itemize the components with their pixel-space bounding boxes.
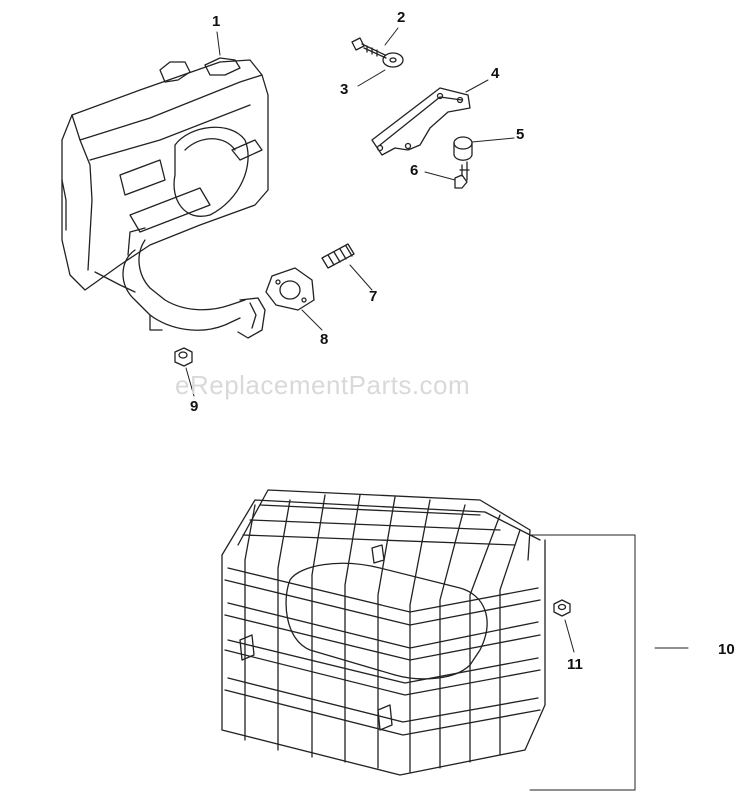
nut-part [174, 347, 193, 367]
watermark-text: eReplacementParts.com [175, 370, 471, 400]
bracket-part [371, 87, 471, 156]
callout-10: 10 [718, 641, 735, 658]
callout-8: 8 [320, 331, 329, 348]
callout-1: 1 [212, 13, 221, 30]
callout-5: 5 [516, 126, 525, 143]
bolt-part [351, 37, 387, 59]
small-nut-part [553, 599, 571, 617]
muffler-part [61, 57, 269, 339]
muffler-guard-part [221, 489, 546, 776]
callout-2: 2 [397, 9, 406, 26]
callout-11: 11 [567, 656, 583, 673]
callout-3: 3 [340, 81, 349, 98]
callout-9: 9 [190, 398, 199, 415]
stud-part [321, 243, 355, 269]
leader-lines [185, 27, 689, 653]
screw-part [454, 161, 470, 189]
callout-4: 4 [491, 65, 500, 82]
callout-10-bracket [529, 534, 636, 791]
callout-6: 6 [410, 162, 419, 179]
spacer-part [453, 136, 473, 161]
washer-part [382, 52, 404, 68]
callout-7: 7 [369, 288, 378, 305]
gasket-part [265, 267, 315, 311]
